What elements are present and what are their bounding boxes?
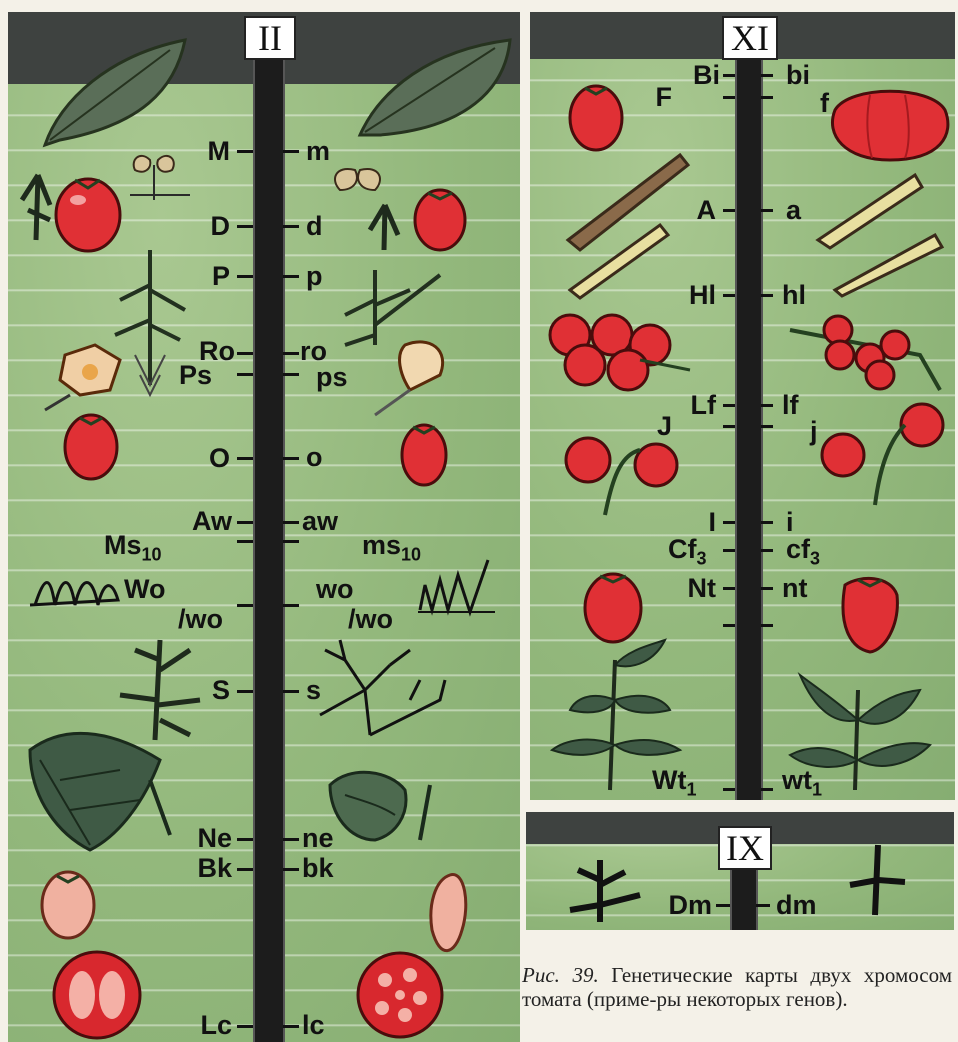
plant-icon (570, 860, 640, 922)
plant-icon (850, 845, 905, 915)
figure-caption: Рис. 39. Генетические карты двух хромосо… (522, 963, 952, 1011)
caption-lead: Рис. 39. (522, 963, 599, 987)
